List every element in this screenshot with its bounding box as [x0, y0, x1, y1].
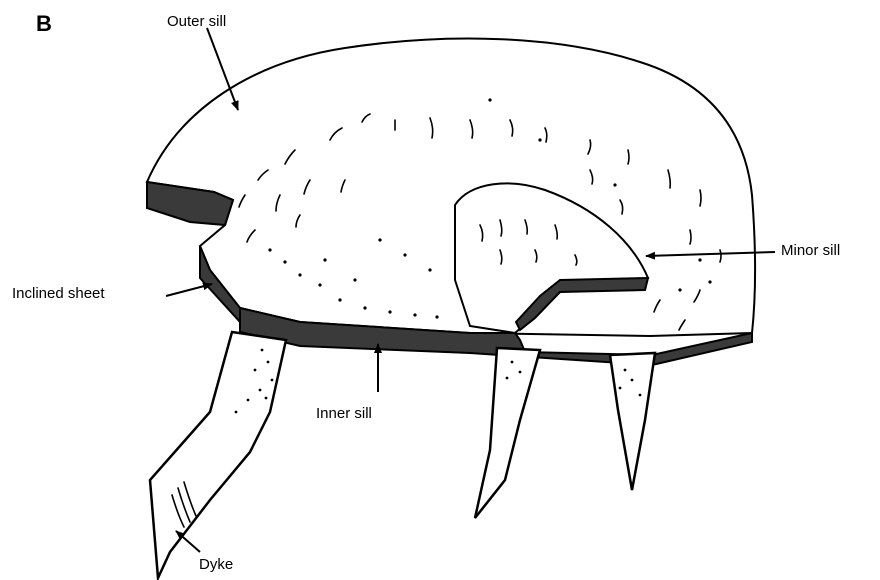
- dyke-label: Dyke: [199, 557, 233, 572]
- inclined-sheet-label: Inclined sheet: [12, 286, 105, 301]
- minor-sill-label: Minor sill: [781, 243, 840, 258]
- panel-letter: B: [36, 13, 52, 35]
- inner-sill-label: Inner sill: [316, 406, 372, 421]
- inclined-sheet-arrow: [166, 284, 212, 296]
- dyke-right: [610, 353, 655, 490]
- outer-sill-surface: [147, 39, 755, 336]
- dyke-left: [150, 332, 286, 578]
- dyke-middle: [475, 348, 540, 518]
- outer-sill-label: Outer sill: [167, 14, 226, 29]
